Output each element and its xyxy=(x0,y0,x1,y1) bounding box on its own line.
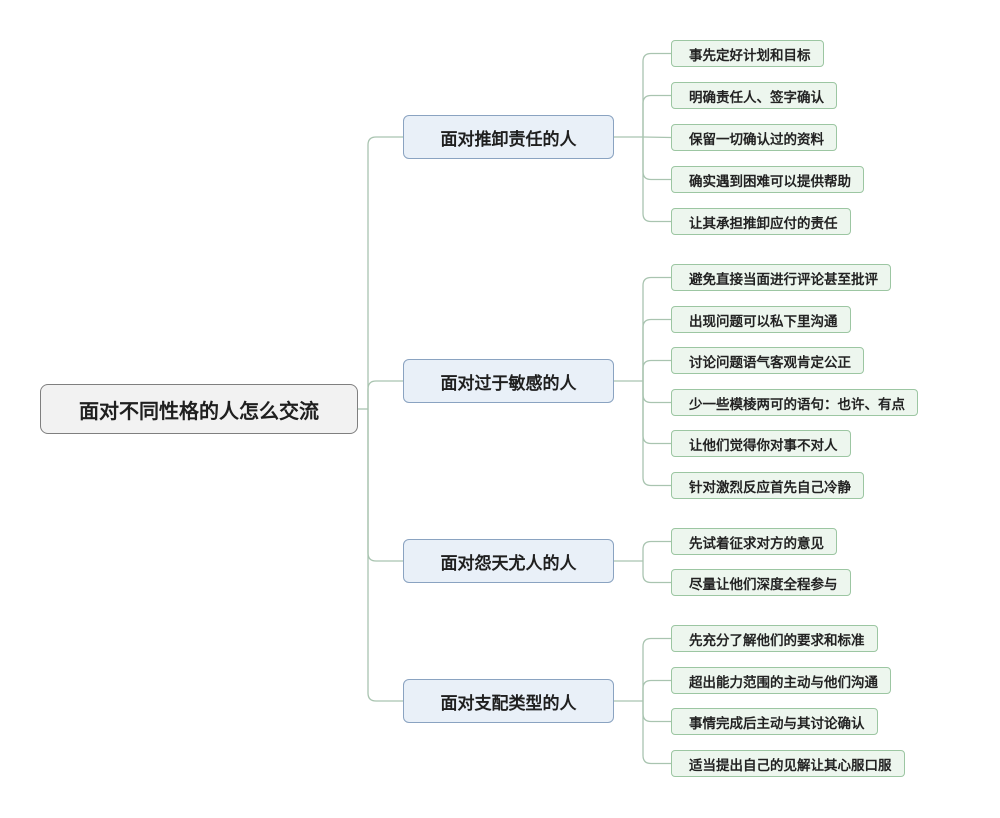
leaf-topic-label: 事情完成后主动与其讨论确认 xyxy=(689,715,865,732)
branch-topic-label: 面对怨天尤人的人 xyxy=(440,553,577,574)
connector-line xyxy=(642,540,671,561)
connector-line xyxy=(642,136,672,139)
connector-line xyxy=(367,409,403,702)
connector-line xyxy=(642,381,671,445)
leaf-topic-label: 讨论问题语气客观肯定公正 xyxy=(689,354,851,371)
connector-line xyxy=(642,137,671,181)
leaf-topic[interactable]: 出现问题可以私下里沟通 xyxy=(671,306,851,333)
leaf-topic[interactable]: 讨论问题语气客观肯定公正 xyxy=(671,347,864,374)
connector-line xyxy=(642,137,671,223)
leaf-topic-label: 明确责任人、签字确认 xyxy=(689,89,824,106)
leaf-topic[interactable]: 超出能力范围的主动与他们沟通 xyxy=(671,667,891,694)
branch-topic-oversensitive[interactable]: 面对过于敏感的人 xyxy=(403,359,614,403)
connector-line xyxy=(642,276,671,381)
leaf-topic[interactable]: 让他们觉得你对事不对人 xyxy=(671,430,851,457)
connector-line xyxy=(367,136,403,409)
leaf-topic-label: 超出能力范围的主动与他们沟通 xyxy=(689,674,878,691)
leaf-topic[interactable]: 先试着征求对方的意见 xyxy=(671,528,837,555)
connector-line xyxy=(642,701,671,765)
leaf-topic-label: 尽量让他们深度全程参与 xyxy=(689,576,838,593)
connector-line xyxy=(642,318,671,381)
leaf-topic[interactable]: 保留一切确认过的资料 xyxy=(671,124,837,151)
leaf-topic-label: 让他们觉得你对事不对人 xyxy=(689,437,838,454)
root-topic[interactable]: 面对不同性格的人怎么交流 xyxy=(40,384,358,434)
leaf-topic-label: 适当提出自己的见解让其心服口服 xyxy=(689,757,892,774)
leaf-topic[interactable]: 少一些模棱两可的语句：也许、有点 xyxy=(671,389,918,416)
connector-line xyxy=(642,561,671,584)
leaf-topic[interactable]: 避免直接当面进行评论甚至批评 xyxy=(671,264,891,291)
branch-topic-shirk-responsibility[interactable]: 面对推卸责任的人 xyxy=(403,115,614,159)
branch-topic-dominant[interactable]: 面对支配类型的人 xyxy=(403,679,614,723)
leaf-topic-label: 事先定好计划和目标 xyxy=(689,47,811,64)
branch-topic-complainer[interactable]: 面对怨天尤人的人 xyxy=(403,539,614,583)
connector-line xyxy=(367,409,403,562)
leaf-topic[interactable]: 先充分了解他们的要求和标准 xyxy=(671,625,878,652)
connector-line xyxy=(642,381,671,487)
connector-line xyxy=(642,701,671,723)
leaf-topic[interactable]: 事情完成后主动与其讨论确认 xyxy=(671,708,878,735)
connector-line xyxy=(367,380,403,409)
connector-line xyxy=(642,679,671,701)
leaf-topic[interactable]: 让其承担推卸应付的责任 xyxy=(671,208,851,235)
connector-line xyxy=(642,637,671,701)
branch-topic-label: 面对过于敏感的人 xyxy=(440,373,577,394)
branch-topic-label: 面对推卸责任的人 xyxy=(440,129,577,150)
connector-line xyxy=(642,359,671,381)
connector-line xyxy=(642,94,671,137)
leaf-topic-label: 针对激烈反应首先自己冷静 xyxy=(689,479,851,496)
branch-topic-label: 面对支配类型的人 xyxy=(440,693,577,714)
leaf-topic[interactable]: 尽量让他们深度全程参与 xyxy=(671,569,851,596)
leaf-topic[interactable]: 确实遇到困难可以提供帮助 xyxy=(671,166,864,193)
leaf-topic[interactable]: 适当提出自己的见解让其心服口服 xyxy=(671,750,905,777)
leaf-topic-label: 让其承担推卸应付的责任 xyxy=(689,215,838,232)
leaf-topic-label: 出现问题可以私下里沟通 xyxy=(689,313,838,330)
connector-line xyxy=(642,381,671,404)
leaf-topic-label: 保留一切确认过的资料 xyxy=(689,131,824,148)
leaf-topic-label: 确实遇到困难可以提供帮助 xyxy=(689,173,851,190)
leaf-topic-label: 先充分了解他们的要求和标准 xyxy=(689,632,865,649)
leaf-topic-label: 少一些模棱两可的语句：也许、有点 xyxy=(689,396,905,413)
connector-line xyxy=(642,52,671,137)
leaf-topic-label: 避免直接当面进行评论甚至批评 xyxy=(689,271,878,288)
leaf-topic[interactable]: 事先定好计划和目标 xyxy=(671,40,824,67)
leaf-topic[interactable]: 针对激烈反应首先自己冷静 xyxy=(671,472,864,499)
leaf-topic[interactable]: 明确责任人、签字确认 xyxy=(671,82,837,109)
root-topic-label: 面对不同性格的人怎么交流 xyxy=(79,398,319,423)
leaf-topic-label: 先试着征求对方的意见 xyxy=(689,535,824,552)
